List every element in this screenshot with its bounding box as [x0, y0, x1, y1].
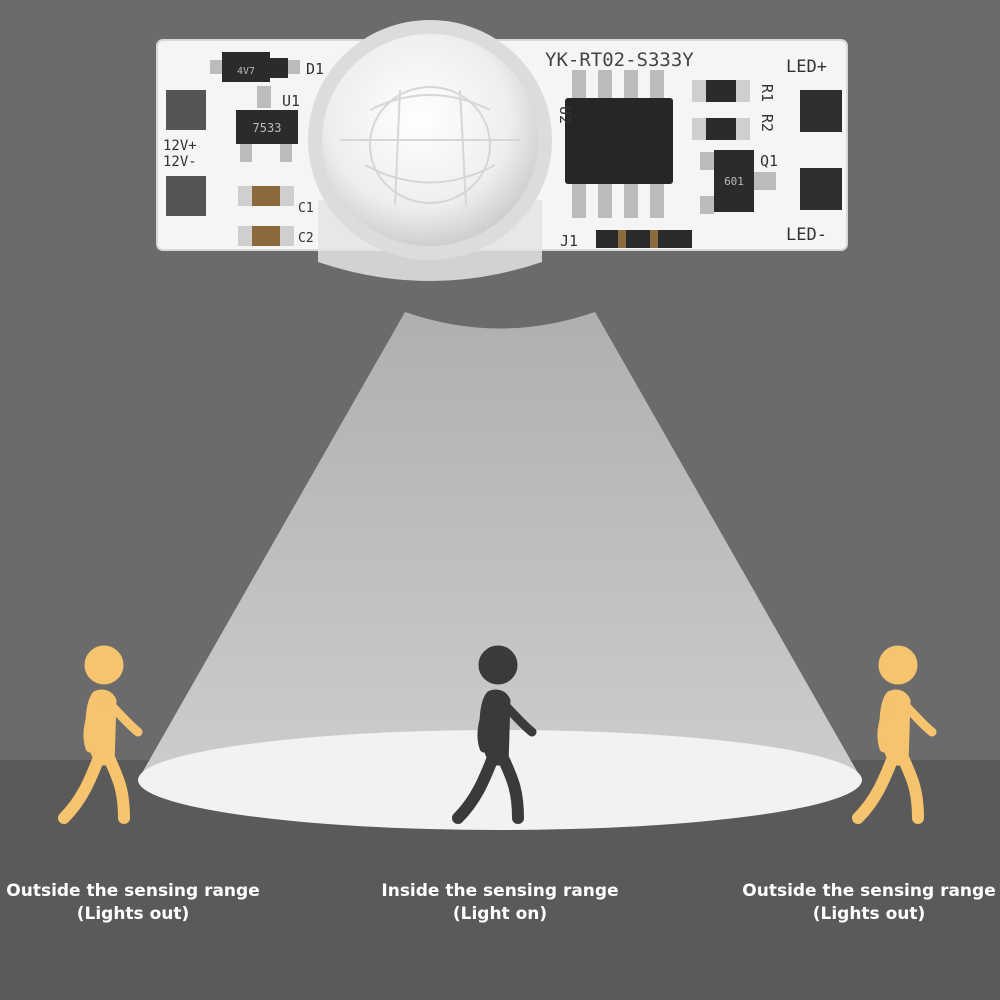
detection-beam	[138, 312, 862, 780]
label-u1: U1	[282, 92, 300, 110]
label-12v-minus: 12V-	[163, 154, 197, 170]
caption-right-line2: (Lights out)	[812, 904, 926, 924]
label-led-plus: LED+	[786, 57, 827, 77]
q1-chip-marking: 601	[724, 175, 744, 188]
board-model-code: YK-RT02-S333Y	[545, 49, 694, 71]
caption-left-line1: Outside the sensing range	[6, 881, 260, 901]
u1-chip	[236, 110, 298, 144]
label-d1: D1	[306, 60, 324, 78]
caption-left: Outside the sensing range (Lights out)	[0, 880, 283, 926]
label-c1: C1	[298, 201, 314, 216]
caption-middle: Inside the sensing range (Light on)	[350, 880, 650, 926]
label-r2: R2	[758, 114, 776, 132]
u1-chip-marking: 7533	[253, 121, 282, 135]
pad-led-minus	[800, 168, 842, 210]
label-u2: U2	[556, 106, 574, 124]
pad-12v-minus	[166, 176, 206, 216]
pad-led-plus	[800, 90, 842, 132]
caption-middle-line2: (Light on)	[452, 904, 548, 924]
label-led-minus: LED-	[786, 225, 827, 245]
caption-middle-line1: Inside the sensing range	[381, 881, 619, 901]
label-r1: R1	[758, 84, 776, 102]
caption-right-line1: Outside the sensing range	[742, 881, 996, 901]
label-12v-plus: 12V+	[163, 138, 197, 154]
d1-chip-marking: 4V7	[237, 66, 255, 77]
label-c2: C2	[298, 231, 314, 246]
detection-spot	[138, 730, 862, 830]
r2-resistor	[692, 118, 750, 140]
label-j1: J1	[560, 232, 578, 250]
label-q1: Q1	[760, 152, 778, 170]
r1-resistor	[692, 80, 750, 102]
u2-chip	[565, 70, 673, 218]
caption-left-line2: (Lights out)	[76, 904, 190, 924]
q1-chip	[714, 150, 754, 212]
pir-lens-icon	[308, 20, 552, 281]
pad-12v-plus	[166, 90, 206, 130]
d1-chip	[222, 52, 270, 82]
caption-right: Outside the sensing range (Lights out)	[719, 880, 1000, 926]
j1-jumper	[596, 230, 692, 248]
